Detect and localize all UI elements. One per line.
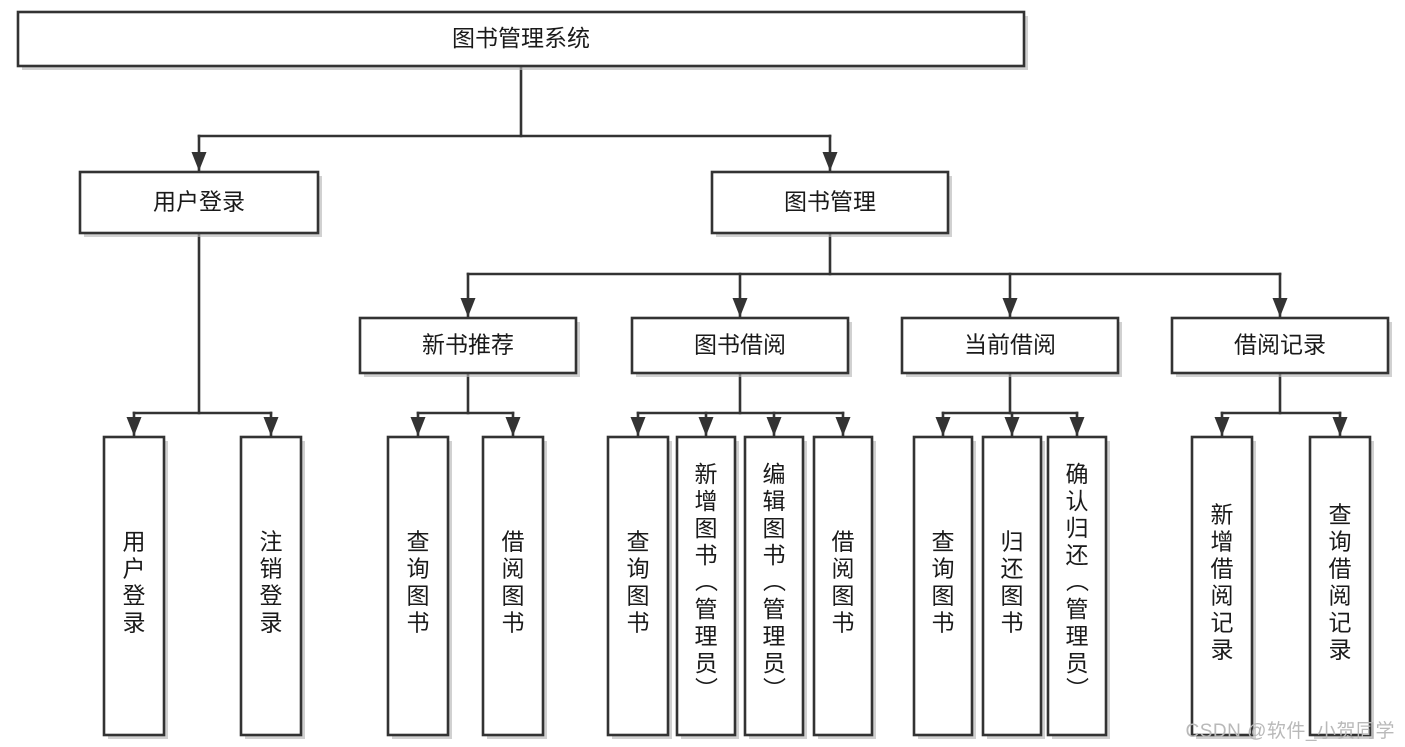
arrow-head-icon bbox=[630, 417, 646, 436]
node-box[interactable] bbox=[239, 435, 303, 737]
node-box[interactable] bbox=[78, 170, 320, 235]
arrow-head-icon bbox=[191, 152, 207, 171]
arrow-head-icon bbox=[1214, 417, 1230, 436]
node-box[interactable] bbox=[102, 435, 166, 737]
node-l2-0[interactable]: 用户登录 bbox=[78, 170, 322, 237]
node-leaf-6[interactable]: 编辑图书（管理员） bbox=[743, 435, 807, 739]
edges-layer bbox=[126, 64, 1348, 437]
node-leaf-0[interactable]: 用户登录 bbox=[102, 435, 168, 739]
node-leaf-12[interactable]: 查询借阅记录 bbox=[1308, 435, 1374, 739]
arrow-head-icon bbox=[505, 417, 521, 436]
node-label: 图书借阅 bbox=[694, 332, 786, 358]
node-label: 借阅记录 bbox=[1234, 332, 1326, 358]
node-leaf-2[interactable]: 查询图书 bbox=[386, 435, 452, 739]
node-l3-2[interactable]: 当前借阅 bbox=[900, 316, 1122, 377]
node-box[interactable] bbox=[743, 435, 805, 737]
node-root-system[interactable]: 图书管理系统 bbox=[16, 10, 1028, 70]
node-box[interactable] bbox=[900, 316, 1120, 375]
node-leaf-9[interactable]: 归还图书 bbox=[981, 435, 1045, 739]
arrow-head-icon bbox=[822, 152, 838, 171]
node-leaf-8[interactable]: 查询图书 bbox=[912, 435, 976, 739]
arrow-head-icon bbox=[935, 417, 951, 436]
node-leaf-4[interactable]: 查询图书 bbox=[606, 435, 672, 739]
node-leaf-5[interactable]: 新增图书（管理员） bbox=[675, 435, 739, 739]
node-box[interactable] bbox=[1308, 435, 1372, 737]
node-label: 注销登录 bbox=[260, 529, 283, 636]
arrow-head-icon bbox=[126, 417, 142, 436]
node-label: 查询图书 bbox=[407, 529, 430, 636]
node-box[interactable] bbox=[981, 435, 1043, 737]
node-label: 新增借阅记录 bbox=[1211, 502, 1234, 663]
node-label: 当前借阅 bbox=[964, 332, 1056, 358]
arrow-head-icon bbox=[1002, 298, 1018, 317]
node-leaf-7[interactable]: 借阅图书 bbox=[812, 435, 876, 739]
node-label: 编辑图书（管理员） bbox=[763, 461, 787, 703]
node-l3-3[interactable]: 借阅记录 bbox=[1170, 316, 1392, 377]
node-box[interactable] bbox=[630, 316, 850, 375]
node-label: 图书管理系统 bbox=[452, 25, 590, 51]
node-label: 查询图书 bbox=[627, 529, 650, 636]
node-leaf-11[interactable]: 新增借阅记录 bbox=[1190, 435, 1256, 739]
arrow-head-icon bbox=[1332, 417, 1348, 436]
node-leaf-10[interactable]: 确认归还（管理员） bbox=[1046, 435, 1110, 739]
node-box[interactable] bbox=[386, 435, 450, 737]
node-leaf-1[interactable]: 注销登录 bbox=[239, 435, 305, 739]
node-label: 用户登录 bbox=[153, 189, 245, 215]
arrow-head-icon bbox=[1004, 417, 1020, 436]
node-box[interactable] bbox=[710, 170, 950, 235]
node-box[interactable] bbox=[606, 435, 670, 737]
node-label: 查询借阅记录 bbox=[1329, 502, 1352, 663]
node-box[interactable] bbox=[912, 435, 974, 737]
node-box[interactable] bbox=[1046, 435, 1108, 737]
node-label: 归还图书 bbox=[1001, 529, 1024, 636]
arrow-head-icon bbox=[698, 417, 714, 436]
node-label: 新书推荐 bbox=[422, 332, 514, 358]
arrow-head-icon bbox=[460, 298, 476, 317]
node-box[interactable] bbox=[481, 435, 545, 737]
node-label: 查询图书 bbox=[932, 529, 955, 636]
arrow-head-icon bbox=[1069, 417, 1085, 436]
node-l2-1[interactable]: 图书管理 bbox=[710, 170, 952, 237]
node-leaf-3[interactable]: 借阅图书 bbox=[481, 435, 547, 739]
nodes-layer: 图书管理系统用户登录图书管理新书推荐图书借阅当前借阅借阅记录用户登录注销登录查询… bbox=[16, 10, 1392, 739]
node-label: 借阅图书 bbox=[502, 529, 525, 636]
watermark-text: CSDN @软件_小贺同学 bbox=[1185, 721, 1395, 742]
node-label: 图书管理 bbox=[784, 189, 876, 215]
arrow-head-icon bbox=[835, 417, 851, 436]
node-box[interactable] bbox=[812, 435, 874, 737]
node-label: 确认归还（管理员） bbox=[1066, 461, 1090, 703]
node-box[interactable] bbox=[1190, 435, 1254, 737]
node-label: 借阅图书 bbox=[832, 529, 855, 636]
node-label: 用户登录 bbox=[123, 529, 146, 636]
node-l3-0[interactable]: 新书推荐 bbox=[358, 316, 580, 377]
node-l3-1[interactable]: 图书借阅 bbox=[630, 316, 852, 377]
node-box[interactable] bbox=[1170, 316, 1390, 375]
node-box[interactable] bbox=[358, 316, 578, 375]
node-box[interactable] bbox=[675, 435, 737, 737]
arrow-head-icon bbox=[766, 417, 782, 436]
arrow-head-icon bbox=[1272, 298, 1288, 317]
node-box[interactable] bbox=[16, 10, 1026, 68]
arrow-head-icon bbox=[263, 417, 279, 436]
arrow-head-icon bbox=[410, 417, 426, 436]
node-label: 新增图书（管理员） bbox=[695, 461, 719, 703]
arrow-head-icon bbox=[732, 298, 748, 317]
